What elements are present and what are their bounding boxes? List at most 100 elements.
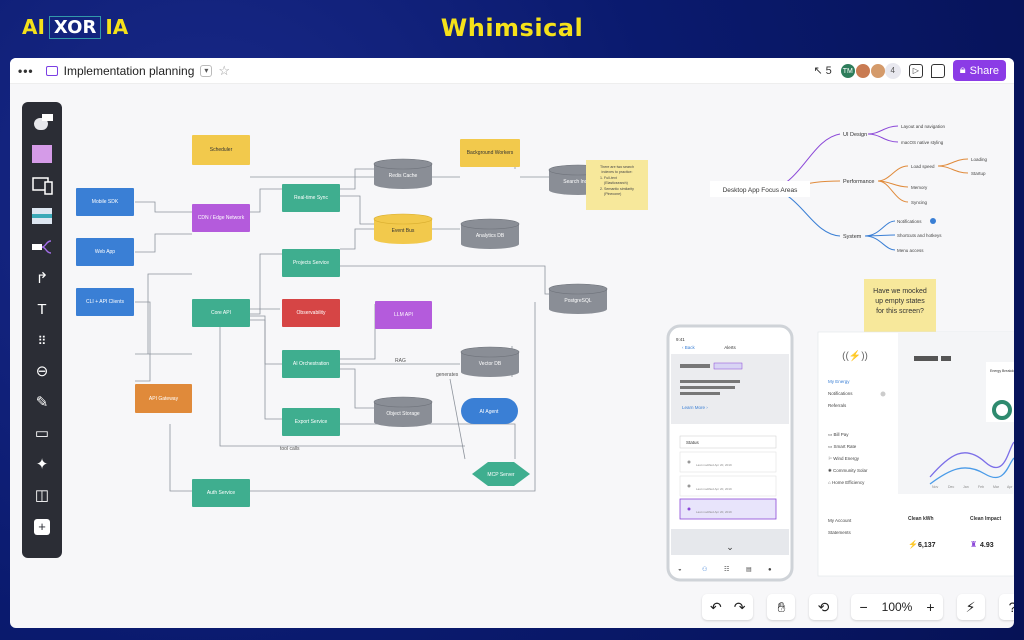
svg-text:generates: generates (436, 372, 459, 378)
flow-node[interactable]: Mobile SDK (76, 188, 134, 216)
flow-node[interactable]: Projects Service (282, 249, 340, 277)
svg-text:Syncing: Syncing (911, 200, 928, 205)
svg-text:Notifications: Notifications (828, 391, 853, 396)
history-icon[interactable]: ⟲ (809, 594, 838, 620)
flow-node[interactable]: Observability (282, 299, 340, 327)
svg-text:MCP Server: MCP Server (487, 472, 514, 478)
svg-text:There are two search: There are two search (600, 165, 634, 169)
svg-text:((⚡)): ((⚡)) (842, 349, 868, 362)
svg-text:◒: ◒ (678, 567, 682, 573)
zoom-out-icon[interactable]: − (859, 599, 868, 615)
cursor-count[interactable]: ↖ 5 (813, 64, 831, 78)
share-button[interactable]: 🔒︎ Share (952, 60, 1006, 81)
svg-text:Jan: Jan (963, 485, 969, 489)
svg-text:RAG: RAG (395, 358, 406, 364)
flow-node[interactable]: CDN / Edge Network (192, 204, 250, 232)
svg-text:PostgreSQL: PostgreSQL (564, 298, 591, 304)
svg-text:UI Design: UI Design (843, 132, 867, 138)
collaborators[interactable]: TM 4 (839, 62, 901, 79)
svg-text:⚐ Wind Energy: ⚐ Wind Energy (828, 456, 860, 461)
frame-icon[interactable]: ▭ (34, 425, 50, 442)
layout-icon[interactable]: ◫ (34, 487, 50, 504)
svg-text:Event Bus: Event Bus (392, 228, 415, 234)
canvas[interactable]: RAG generates tool calls Search Index Re… (10, 84, 1014, 628)
tools-sidebar: ↱ T ⠿ ⊖ ✎ ▭ ✦ ◫ + (22, 102, 62, 558)
sticky-note-icon[interactable] (29, 143, 55, 167)
svg-text:Layout and navigation: Layout and navigation (901, 124, 946, 129)
flow-node[interactable]: Background Workers (460, 139, 520, 167)
app-window: ••• Implementation planning ▾ ☆ ↖ 5 TM 4… (10, 58, 1014, 628)
mindmap-icon[interactable] (29, 236, 55, 260)
flow-node[interactable]: Core API (192, 299, 250, 327)
svg-text:for this screen?: for this screen? (876, 308, 924, 315)
flow-node[interactable]: LLM API (375, 301, 432, 329)
present-icon[interactable]: ▷ (908, 63, 923, 78)
svg-text:▭ Bill Pay: ▭ Bill Pay (828, 432, 849, 437)
logo-mid: XOR (48, 15, 102, 39)
logo-left: AI (22, 15, 45, 39)
flow-node[interactable]: Real-time Sync (282, 184, 340, 212)
svg-text:‹ Back: ‹ Back (682, 345, 696, 350)
flow-node[interactable]: Export Service (282, 408, 340, 436)
svg-text:Search Index: Search Index (563, 179, 593, 185)
svg-text:Clean Impact: Clean Impact (970, 516, 1001, 522)
flow-node[interactable]: Auth Service (192, 479, 250, 507)
mockup-icon[interactable] (29, 205, 55, 229)
svg-text:Startup: Startup (971, 171, 986, 176)
svg-text:indexes to practice:: indexes to practice: (602, 170, 633, 174)
add-icon[interactable]: + (34, 519, 50, 535)
svg-text:Referrals: Referrals (828, 403, 847, 408)
svg-text:tool calls: tool calls (280, 446, 300, 452)
link-icon[interactable]: ⊖ (35, 363, 49, 380)
svg-text:▭ Smart Rate: ▭ Smart Rate (828, 444, 857, 449)
zoom-in-icon[interactable]: + (926, 599, 935, 615)
pencil-icon[interactable]: ✎ (35, 394, 49, 411)
svg-text:Shortcuts and hotkeys: Shortcuts and hotkeys (897, 233, 942, 238)
flow-node[interactable]: Web App (76, 238, 134, 266)
svg-text:My Account: My Account (828, 518, 852, 523)
text-icon[interactable]: T (37, 301, 47, 318)
hand-tool-icon[interactable]: ✋︎ (767, 594, 796, 620)
svg-text:1. Full-text: 1. Full-text (600, 176, 617, 180)
flow-node[interactable]: Scheduler (192, 135, 250, 165)
flow-node[interactable]: AI Orchestration (282, 350, 340, 378)
lightning-icon[interactable]: ⚡︎ (956, 594, 985, 620)
svg-text:Alerts: Alerts (724, 345, 736, 350)
svg-text:Vector DB: Vector DB (479, 361, 502, 367)
svg-text:Learn More ›: Learn More › (682, 405, 708, 410)
svg-text:Loading: Loading (971, 157, 988, 162)
svg-text:Last modified Apr 20, 2019: Last modified Apr 20, 2019 (696, 487, 732, 491)
svg-text:Menu access: Menu access (897, 248, 924, 253)
svg-text:Have we mocked: Have we mocked (873, 288, 927, 295)
avatar[interactable] (854, 62, 871, 79)
undo-icon[interactable]: ↶ (710, 598, 722, 615)
comment-icon[interactable] (930, 63, 945, 78)
redo-icon[interactable]: ↷ (733, 598, 746, 615)
svg-text:Energy Breakdown: Energy Breakdown (990, 369, 1014, 373)
banner-title: Whimsical (440, 14, 584, 42)
doc-title[interactable]: Implementation planning (63, 63, 195, 78)
wireframe-icon[interactable] (29, 174, 55, 198)
extra-collaborators-count[interactable]: 4 (884, 62, 901, 79)
svg-text:Mar: Mar (993, 485, 1000, 489)
cursor-icon: ↖ (813, 65, 823, 77)
svg-text:Clean kWh: Clean kWh (908, 516, 934, 522)
avatar[interactable] (869, 62, 886, 79)
star-icon[interactable]: ☆ (218, 62, 231, 78)
flow-node[interactable]: CLI + API Clients (76, 288, 134, 316)
avatar[interactable]: TM (839, 62, 856, 79)
board-icon (45, 65, 58, 76)
flow-node[interactable]: API Gateway (135, 384, 192, 413)
sparkle-icon[interactable]: ✦ (35, 456, 49, 473)
chevron-down-icon[interactable]: ▾ (200, 64, 213, 77)
top-bar: ••• Implementation planning ▾ ☆ ↖ 5 TM 4… (10, 58, 1014, 84)
svg-text:Last modified Apr 20, 2019: Last modified Apr 20, 2019 (696, 463, 732, 467)
svg-text:Statements: Statements (828, 530, 852, 535)
help-icon[interactable]: ? (998, 594, 1014, 620)
grid-icon[interactable]: ⠿ (37, 334, 47, 348)
more-horizontal-icon[interactable]: ••• (18, 63, 34, 78)
arrow-icon[interactable]: ↱ (35, 270, 49, 287)
sticky-thumb-icon[interactable] (29, 112, 55, 136)
zoom-level[interactable]: 100% (881, 600, 913, 614)
svg-text:Memory: Memory (911, 185, 928, 190)
